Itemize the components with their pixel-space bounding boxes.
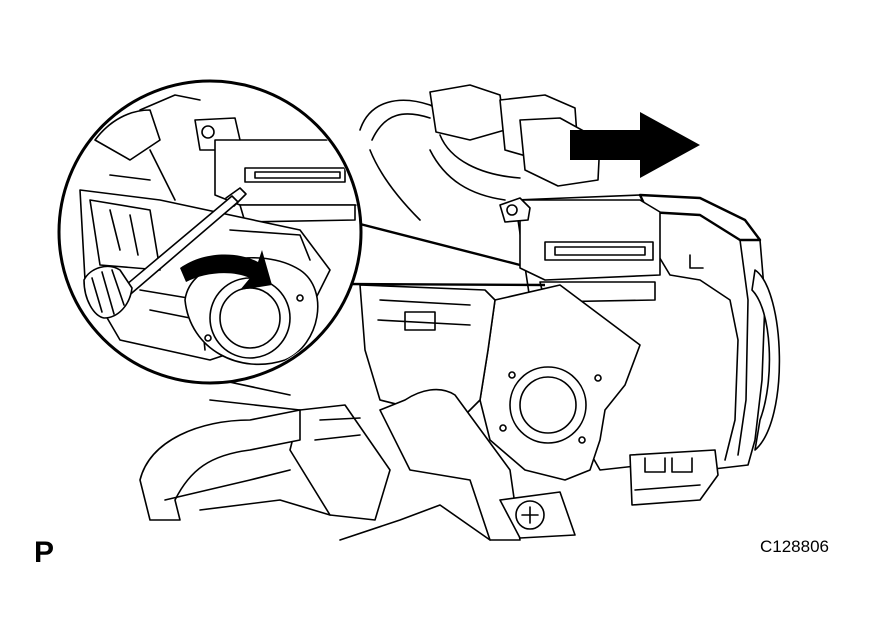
- figure-code: C128806: [760, 537, 830, 556]
- column-assembly: [139, 84, 781, 541]
- screwdriver-icon: [83, 187, 247, 319]
- arrow-right-icon: [570, 112, 700, 178]
- detail-inset: [57, 79, 546, 385]
- rotate-clockwise-icon: [180, 250, 272, 290]
- page-letter: P: [34, 536, 55, 569]
